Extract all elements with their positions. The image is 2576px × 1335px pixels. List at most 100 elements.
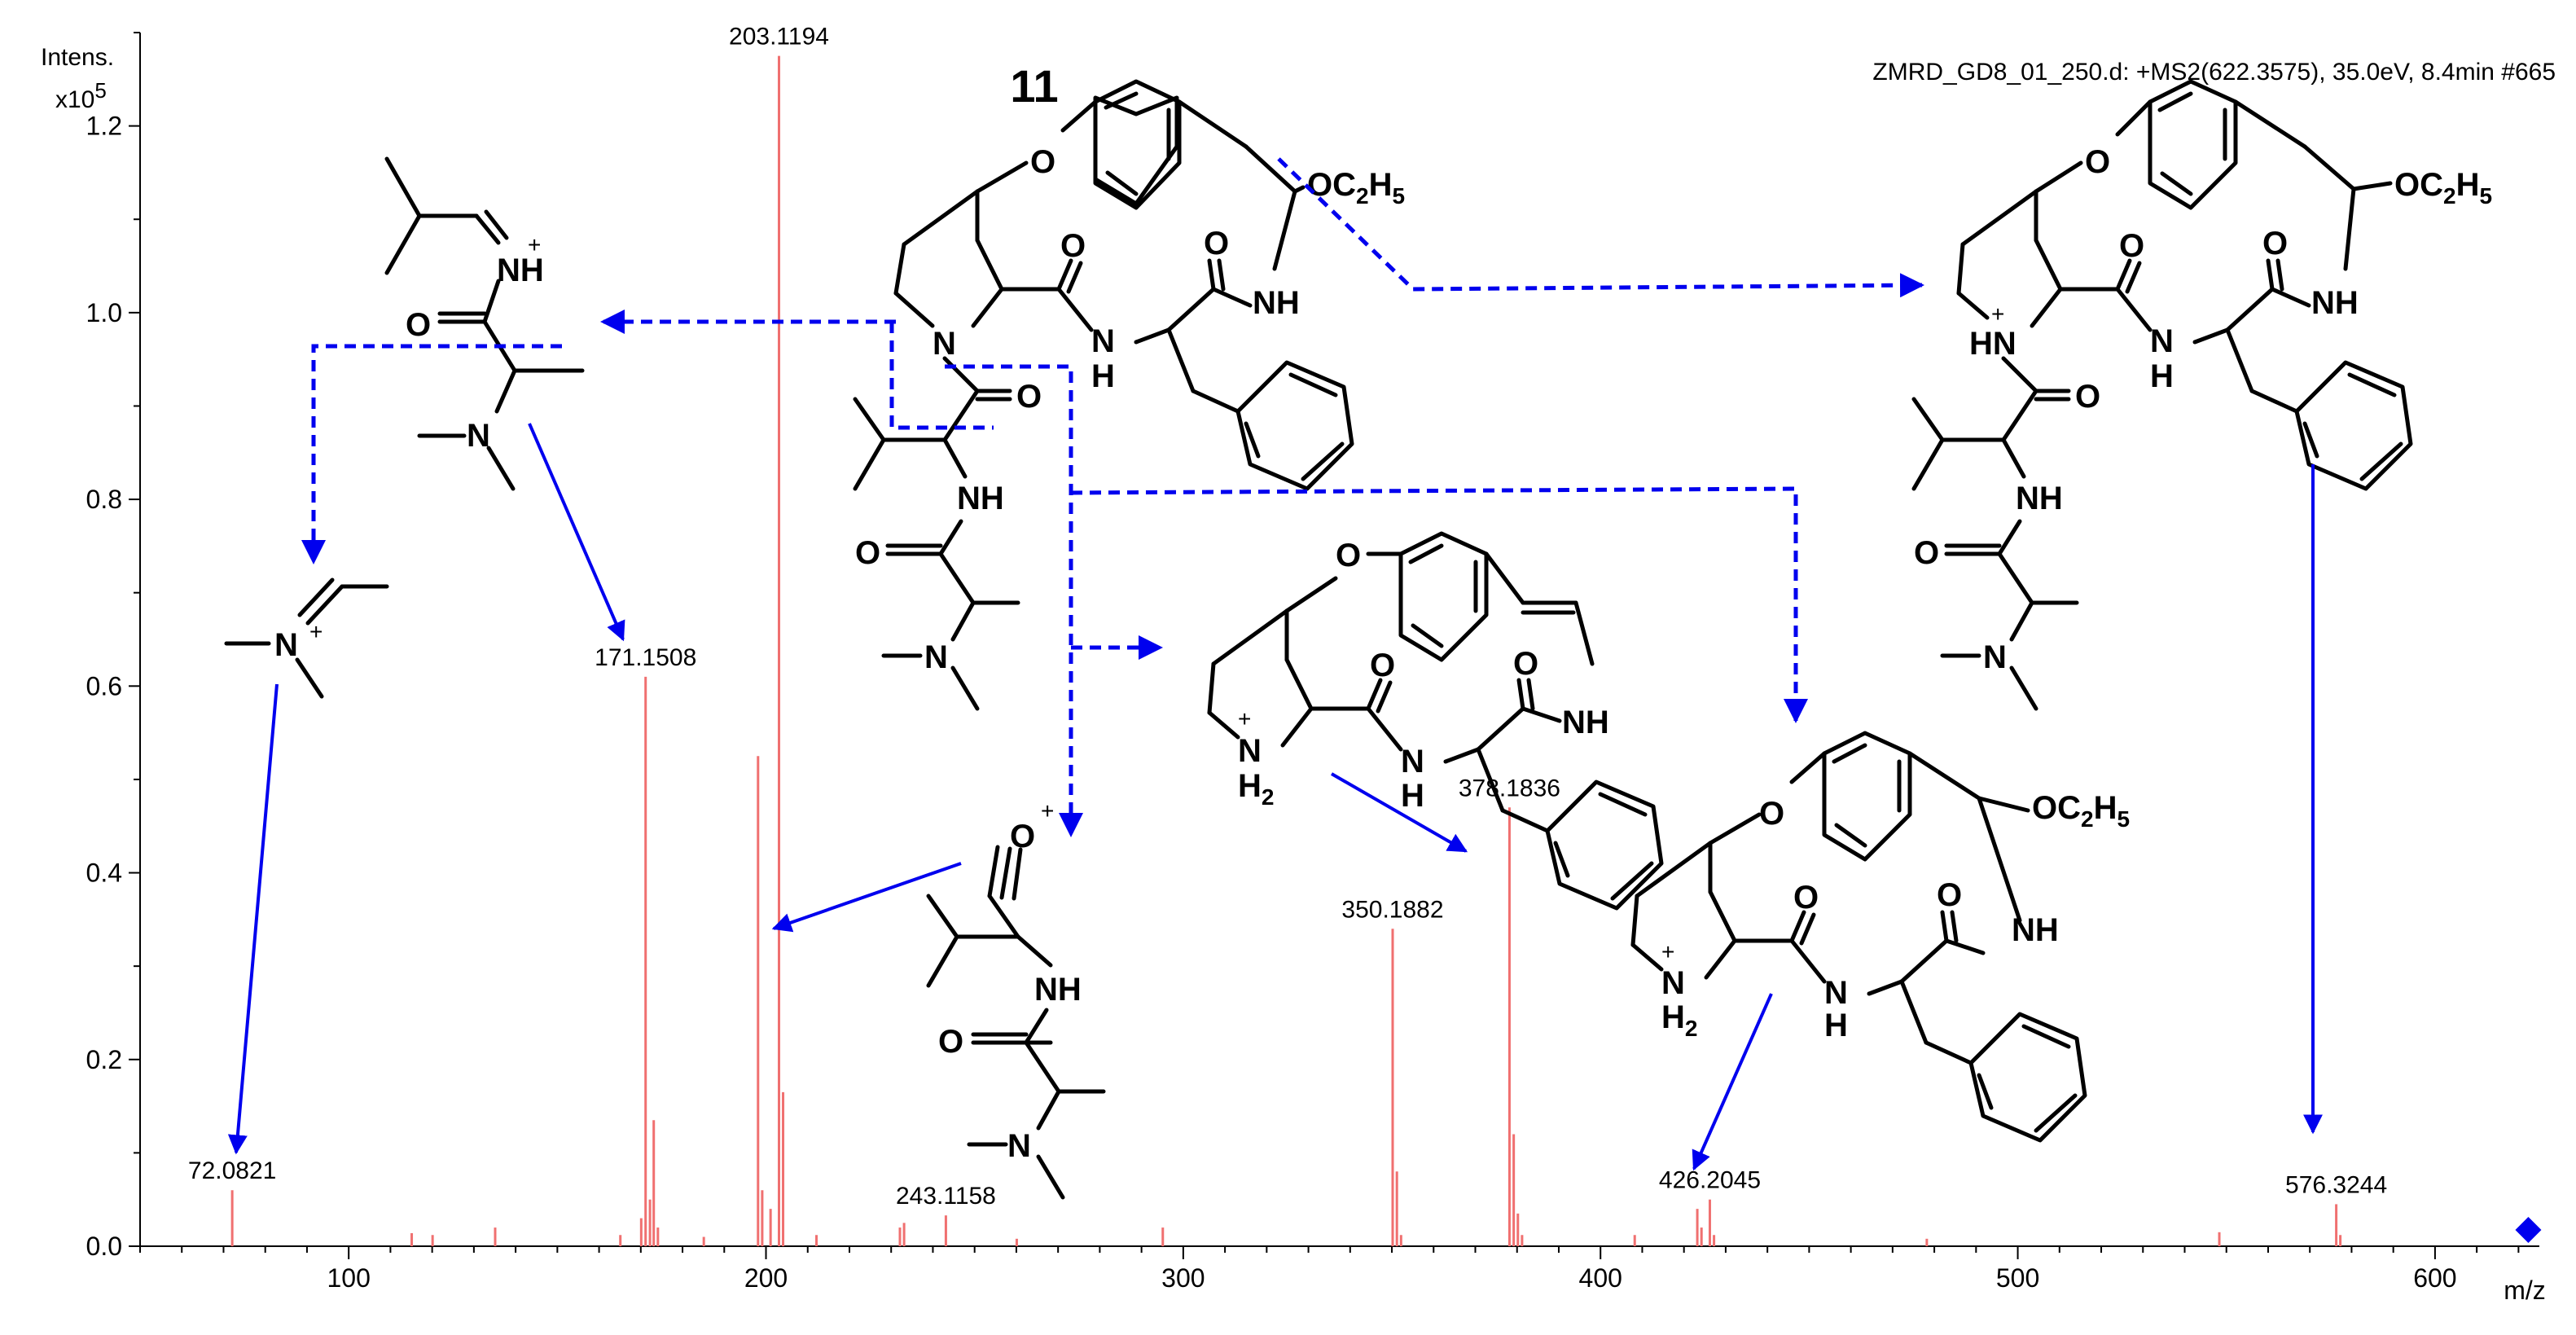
peak-label: 72.0821 [188, 1157, 276, 1184]
y-tick-label: 1.0 [86, 298, 122, 327]
atom-label: O [1759, 796, 1784, 832]
atom-label: N [1238, 733, 1262, 769]
atom-label: H2 [1661, 999, 1697, 1041]
atom-label: N [2150, 323, 2174, 359]
atom-label-subscript: 5 [2117, 806, 2130, 832]
structure-fragment-iminium-nh [384, 156, 585, 491]
y-axis-scale-base: x10 [55, 86, 94, 113]
atom-label-part: H [1369, 167, 1393, 203]
atom-label-subscript: 5 [2479, 183, 2492, 209]
atom-label: O [855, 535, 880, 571]
atom-label: O [406, 307, 431, 343]
structure-compound-11 [853, 79, 1354, 711]
atom-label-subscript: 2 [2081, 806, 2094, 832]
solid-arrow [227, 683, 279, 1155]
y-tick-label: 0.0 [86, 1232, 122, 1261]
atom-label: H [2150, 358, 2174, 394]
atom-label: OC2H5 [2032, 790, 2130, 832]
atom-label: OC2H5 [2394, 167, 2492, 209]
solid-arrow [528, 423, 625, 642]
solid-arrow [771, 862, 962, 933]
atom-label: NH [957, 481, 1004, 516]
atom-label: O [2085, 144, 2110, 180]
atom-label: N [1824, 975, 1848, 1011]
x-tick-label: 300 [1161, 1263, 1205, 1293]
structure-fragment-acylium [926, 845, 1106, 1200]
charge-label: + [1661, 939, 1674, 964]
atom-label: O [1370, 648, 1395, 683]
peak-label: 203.1194 [729, 24, 829, 51]
y-tick-label: 0.4 [86, 859, 122, 888]
peak-label: 378.1836 [1459, 775, 1560, 801]
atom-label-subscript: 2 [1262, 784, 1275, 810]
atom-label: O [1793, 880, 1819, 916]
atom-label-subscript: 5 [1392, 183, 1405, 209]
atom-label: O [2119, 228, 2144, 264]
atom-label: O [1336, 538, 1361, 573]
y-axis-scale: x105 [55, 78, 107, 113]
atom-label: NH [2012, 912, 2059, 948]
peak-label: 426.2045 [1659, 1167, 1761, 1194]
y-tick-label: 0.8 [86, 485, 122, 514]
structure-fragment-378 [1207, 531, 1664, 911]
dashed-arrow [945, 364, 1083, 837]
dashed-arrow [1070, 486, 1808, 723]
atom-label: N [1007, 1128, 1031, 1164]
fragmentation-arrows [227, 157, 2323, 1171]
peak-label: 171.1508 [595, 644, 696, 671]
atom-label: H [1401, 778, 1424, 814]
peak-label: 243.1158 [896, 1183, 996, 1210]
atom-label: H2 [1238, 768, 1274, 810]
x-tick-label: 500 [1996, 1263, 2039, 1293]
atom-label: H [1091, 358, 1115, 394]
x-axis-unit: m/z [2504, 1276, 2546, 1305]
y-axis-scale-exponent: 5 [94, 78, 106, 103]
atom-label-subscript: 2 [1685, 1016, 1698, 1041]
atom-label-subscript: 2 [2443, 183, 2456, 209]
structure-fragment-576 [1911, 79, 2413, 711]
atom-label: OC2H5 [1307, 167, 1405, 209]
y-tick-label: 1.2 [86, 112, 122, 141]
atom-label: N [1401, 744, 1424, 779]
atom-label: O [1937, 877, 1962, 913]
structure-fragment-dimethyliminium [224, 577, 389, 699]
solid-arrow [1331, 772, 1468, 853]
charge-label: + [309, 619, 323, 644]
peak-label: 576.3244 [2285, 1171, 2387, 1198]
precursor-marker [2515, 1217, 2542, 1243]
compound-number: 11 [1010, 60, 1058, 112]
peak-label: 350.1882 [1341, 896, 1443, 923]
x-tick-label: 600 [2413, 1263, 2456, 1293]
atom-label: NH [497, 253, 544, 288]
atom-label-part: H [1661, 999, 1685, 1035]
atom-label: N [467, 418, 490, 454]
y-tick-label: 0.2 [86, 1045, 122, 1074]
charge-label: + [1238, 706, 1251, 731]
dashed-arrow [301, 344, 562, 564]
x-tick-label: 200 [744, 1263, 788, 1293]
atom-label-part: OC [1307, 167, 1356, 203]
atom-label: NH [1562, 705, 1609, 740]
x-tick-label: 100 [327, 1263, 370, 1293]
atom-label: O [1914, 535, 1939, 571]
atom-label: NH [1253, 285, 1300, 321]
atom-label: O [938, 1024, 963, 1060]
atom-label-subscript: 2 [1356, 183, 1369, 209]
peak-labels: 72.0821 171.1508 203.1194 243.1158 350.1882 3… [188, 24, 2387, 1210]
atom-label-part: OC [2032, 790, 2081, 826]
atom-label: NH [1034, 972, 1082, 1008]
file-info-label: ZMRD_GD8_01_250.d: +MS2(622.3575), 35.0e… [1872, 59, 2556, 86]
atom-label-part: H [1238, 768, 1262, 804]
atom-label: O [1204, 226, 1229, 261]
dashed-arrow [889, 322, 994, 430]
solid-arrow [1692, 993, 1773, 1171]
atom-label: O [2075, 379, 2100, 415]
atom-label-part: H [2456, 167, 2480, 203]
structure-fragment-426 [1630, 731, 2087, 1143]
atom-label: N [933, 326, 956, 362]
y-axis-label: Intens. [41, 44, 114, 71]
atom-label: N [1091, 323, 1115, 359]
x-tick-label: 400 [1579, 1263, 1622, 1293]
charge-label: + [1991, 301, 2004, 327]
